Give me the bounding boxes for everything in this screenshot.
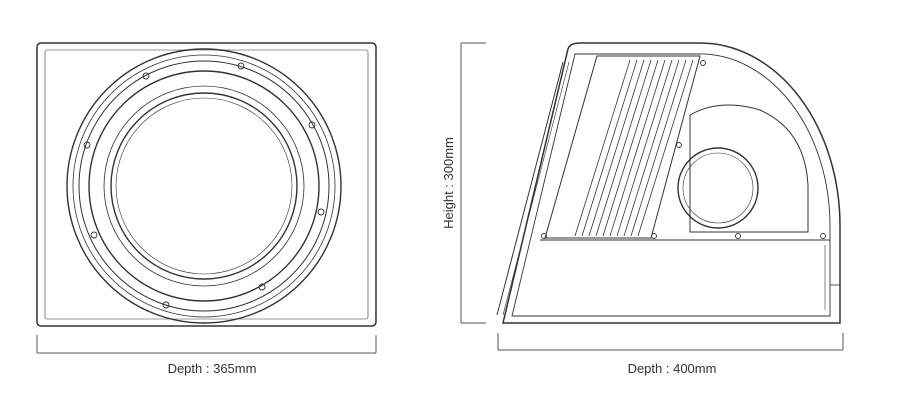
screw bbox=[142, 72, 150, 80]
side-enclosure-outline bbox=[502, 42, 841, 324]
screw bbox=[162, 301, 170, 309]
screw bbox=[651, 233, 657, 239]
speaker-ring-3 bbox=[78, 60, 330, 312]
baffle-edge bbox=[502, 61, 570, 316]
side-view bbox=[496, 42, 841, 324]
front-enclosure bbox=[36, 42, 377, 327]
speaker-ring-2 bbox=[72, 54, 336, 318]
side-height-label: Height : 300mm bbox=[441, 137, 456, 229]
baffle-edge bbox=[496, 61, 564, 316]
port-housing bbox=[689, 104, 809, 233]
speaker-outer-ring bbox=[66, 48, 342, 324]
side-depth-label: Depth : 400mm bbox=[628, 361, 717, 376]
front-screws bbox=[83, 62, 325, 309]
speaker-surround bbox=[88, 70, 320, 302]
speaker-surround-inner bbox=[103, 85, 305, 287]
front-view bbox=[36, 42, 377, 327]
screw bbox=[83, 141, 91, 149]
side-inner-panel bbox=[511, 53, 831, 317]
bass-port bbox=[677, 147, 759, 229]
screw bbox=[700, 60, 706, 66]
screw bbox=[820, 233, 826, 239]
speaker-cone bbox=[110, 92, 298, 280]
screw bbox=[735, 233, 741, 239]
screw bbox=[308, 121, 316, 129]
front-depth-label: Depth : 365mm bbox=[168, 361, 257, 376]
heatsink-panel bbox=[544, 55, 701, 239]
screw bbox=[90, 231, 98, 239]
screw bbox=[541, 233, 547, 239]
heatsink-fins bbox=[574, 59, 694, 237]
front-depth-dimension bbox=[36, 335, 377, 354]
side-screws bbox=[541, 60, 826, 239]
screw bbox=[317, 208, 325, 216]
screw bbox=[237, 62, 245, 70]
speaker-cone-inner bbox=[115, 97, 293, 275]
side-depth-dimension bbox=[497, 333, 844, 351]
screw bbox=[676, 142, 682, 148]
front-enclosure-inner-edge bbox=[44, 49, 369, 320]
bass-port-inner bbox=[682, 152, 754, 224]
side-height-dimension bbox=[460, 42, 486, 324]
screw bbox=[258, 283, 266, 291]
